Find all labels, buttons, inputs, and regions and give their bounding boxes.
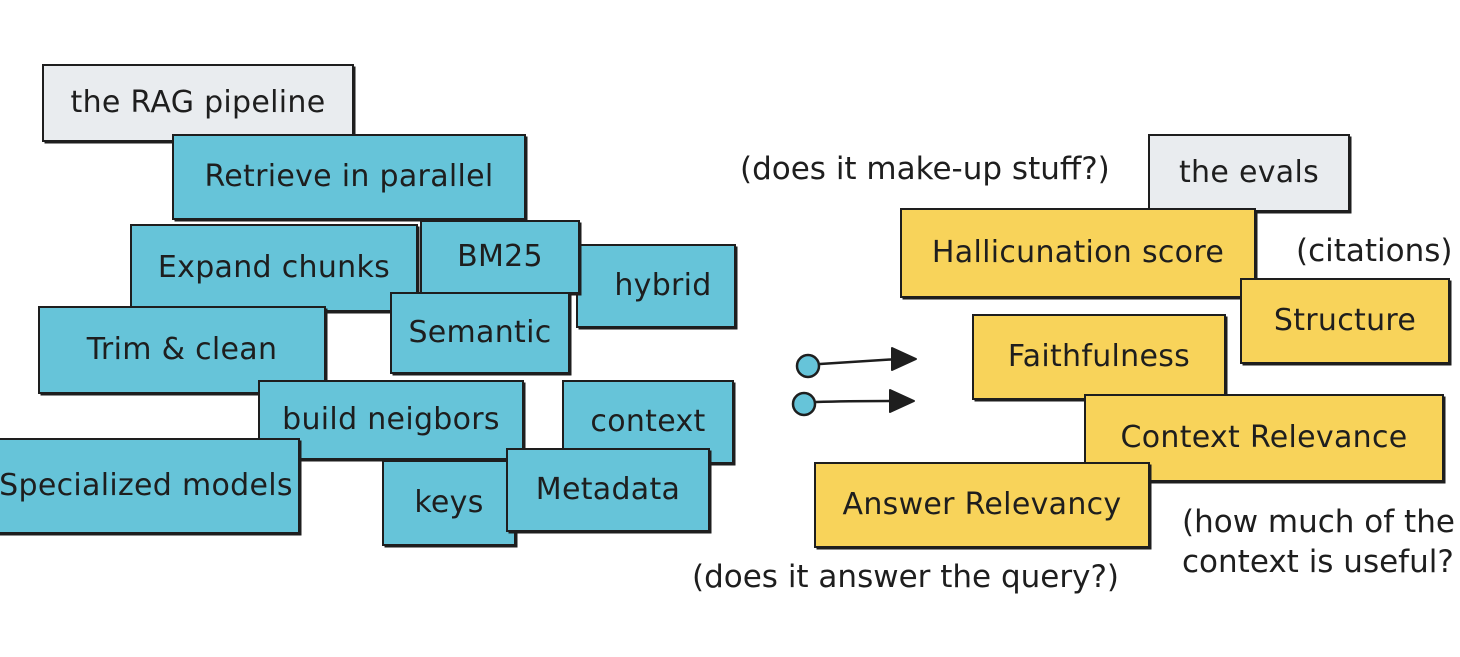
arrow-top bbox=[795, 347, 917, 379]
hallucination-label: Hallicunation score bbox=[931, 235, 1225, 270]
rag-pipeline-title-box: the RAG pipeline bbox=[42, 64, 354, 142]
structure-label: Structure bbox=[1273, 303, 1417, 338]
metadata-box: Metadata bbox=[506, 448, 710, 532]
trim-clean-label: Trim & clean bbox=[86, 332, 278, 367]
bm25-box: BM25 bbox=[420, 220, 580, 294]
evals-title-box: the evals bbox=[1148, 134, 1350, 212]
expand-chunks-label: Expand chunks bbox=[157, 250, 391, 285]
faithfulness-label: Faithfulness bbox=[1007, 339, 1191, 374]
metadata-label: Metadata bbox=[535, 472, 681, 507]
trim-clean-box: Trim & clean bbox=[38, 306, 326, 394]
retrieve-box: Retrieve in parallel bbox=[172, 134, 526, 220]
structure-box: Structure bbox=[1240, 278, 1450, 364]
hybrid-box: hybrid bbox=[576, 244, 736, 328]
hybrid-label: hybrid bbox=[614, 268, 712, 303]
note-context-useful-line1: (how much of the bbox=[1182, 504, 1455, 540]
note-context-useful-line2: context is useful? bbox=[1182, 544, 1454, 580]
specialized-models-label: Specialized models bbox=[0, 468, 293, 503]
retrieve-label: Retrieve in parallel bbox=[204, 159, 494, 194]
arrow-bottom bbox=[791, 389, 915, 417]
note-makeup: (does it make-up stuff?) bbox=[740, 151, 1110, 187]
note-context-useful: (how much of the context is useful? bbox=[1182, 502, 1455, 582]
context-relevance-label: Context Relevance bbox=[1120, 420, 1408, 455]
answer-relevancy-box: Answer Relevancy bbox=[814, 462, 1150, 548]
expand-chunks-box: Expand chunks bbox=[130, 224, 418, 312]
rag-pipeline-title: the RAG pipeline bbox=[70, 85, 326, 120]
keys-label: keys bbox=[414, 485, 484, 520]
context-label: context bbox=[590, 404, 706, 439]
hallucination-box: Hallicunation score bbox=[900, 208, 1256, 298]
faithfulness-box: Faithfulness bbox=[972, 314, 1226, 400]
keys-box: keys bbox=[382, 460, 516, 546]
note-citations: (citations) bbox=[1296, 233, 1453, 269]
evals-title: the evals bbox=[1178, 155, 1320, 190]
note-answer-query: (does it answer the query?) bbox=[692, 559, 1120, 595]
build-neighbors-label: build neigbors bbox=[282, 402, 500, 437]
semantic-label: Semantic bbox=[408, 315, 552, 350]
build-neighbors-box: build neigbors bbox=[258, 380, 524, 460]
bm25-label: BM25 bbox=[457, 239, 543, 274]
semantic-box: Semantic bbox=[390, 292, 570, 374]
answer-relevancy-label: Answer Relevancy bbox=[842, 487, 1122, 522]
specialized-models-box: Specialized models bbox=[0, 438, 300, 534]
